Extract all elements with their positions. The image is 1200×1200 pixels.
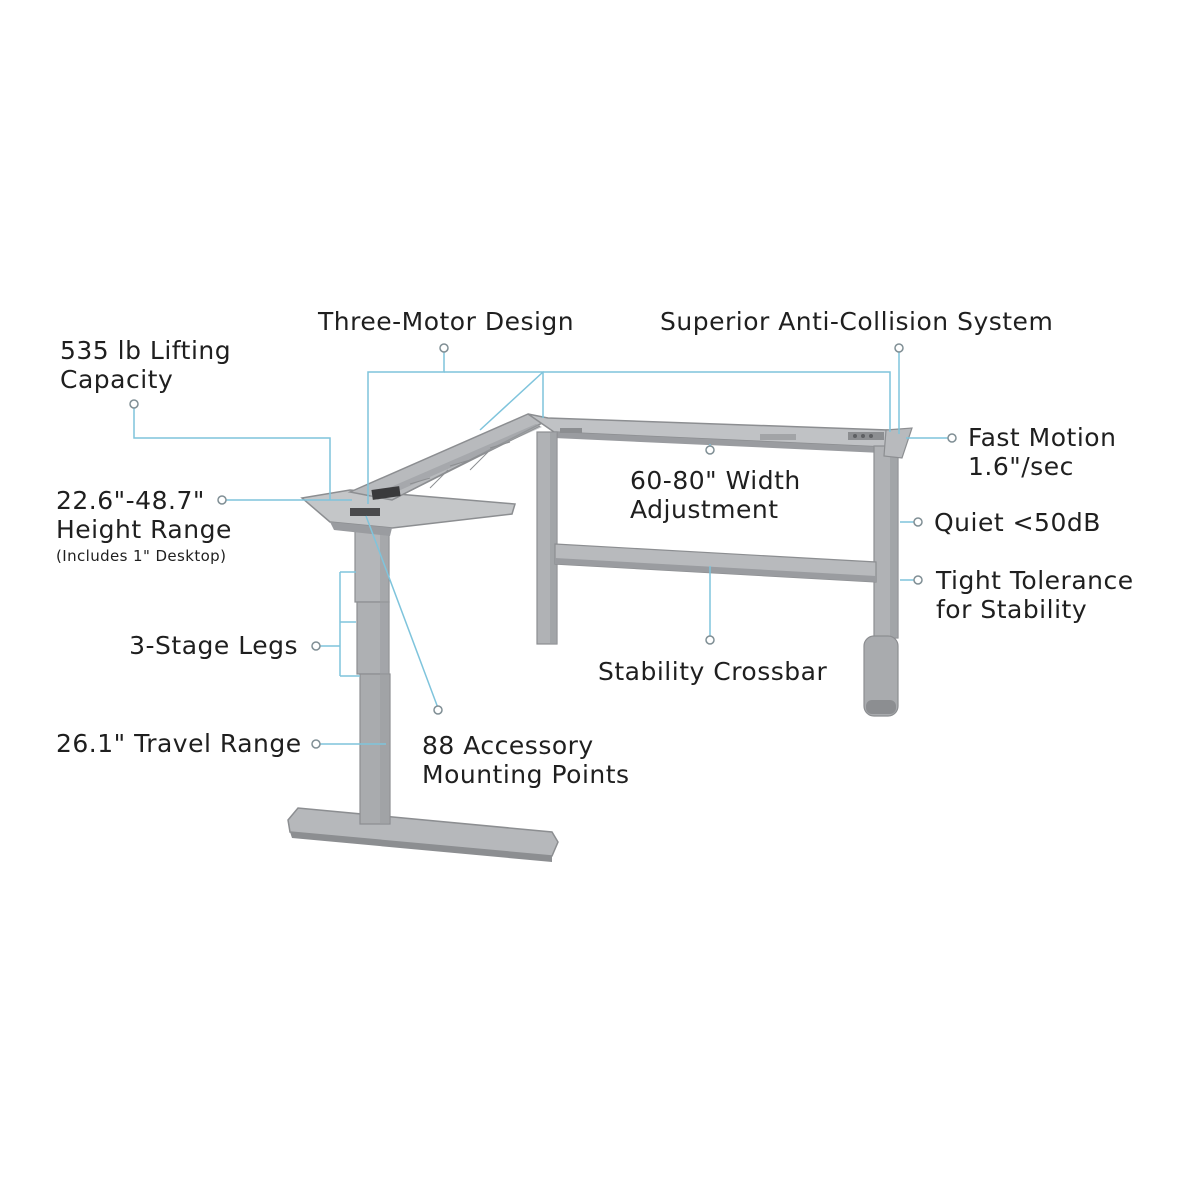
dot-legs [311, 641, 321, 651]
dot-fast-motion [947, 433, 957, 443]
dot-height [217, 495, 227, 505]
dot-travel [311, 739, 321, 749]
callout-lifting-line2: Capacity [60, 365, 174, 394]
callout-quiet: Quiet <50dB [934, 508, 1101, 537]
dot-width [705, 445, 715, 455]
callout-width-line1: 60-80" Width [630, 466, 801, 495]
dot-crossbar [705, 635, 715, 645]
control-box [371, 486, 401, 500]
callout-tolerance-line2: for Stability [936, 595, 1088, 624]
callout-lifting-line1: 535 lb Lifting [60, 336, 232, 365]
callout-leader-lines [133, 348, 952, 745]
callout-crossbar-text: Stability Crossbar [598, 657, 828, 686]
callout-travel-text: 26.1" Travel Range [56, 729, 302, 758]
callout-travel-range: 26.1" Travel Range [56, 729, 302, 758]
callout-tolerance-line1: Tight Tolerance [936, 566, 1134, 595]
callout-fast-motion: Fast Motion 1.6"/sec [968, 423, 1116, 481]
callout-accessory-mounting: 88 Accessory Mounting Points [422, 731, 630, 789]
desk-frame [287, 413, 913, 862]
callout-legs-text: 3-Stage Legs [129, 631, 298, 660]
callout-height-range: 22.6"-48.7" Height Range (Includes 1" De… [56, 486, 232, 566]
callout-width-line2: Adjustment [630, 495, 779, 524]
diagonal-frame-rail [347, 413, 551, 501]
left-top-arm [300, 489, 516, 529]
callout-height-line1: 22.6"-48.7" [56, 486, 205, 515]
callout-three-motor-text: Three-Motor Design [318, 307, 575, 336]
callout-anti-collision: Superior Anti-Collision System [660, 307, 1053, 336]
dot-tolerance [913, 575, 923, 585]
dot-lifting [129, 399, 139, 409]
callout-fast-motion-line2: 1.6"/sec [968, 452, 1074, 481]
callout-dots [129, 343, 957, 749]
dot-anti-collision [894, 343, 904, 353]
callout-width-adjustment: 60-80" Width Adjustment [630, 466, 801, 524]
dot-three-motor [439, 343, 449, 353]
callout-accessory-line2: Mounting Points [422, 760, 630, 789]
callout-height-note: (Includes 1" Desktop) [56, 547, 227, 565]
right-end-foot [863, 635, 899, 717]
dot-quiet [913, 517, 923, 527]
callout-height-line2: Height Range [56, 515, 232, 544]
callout-tight-tolerance: Tight Tolerance for Stability [936, 566, 1134, 624]
callout-3-stage-legs: 3-Stage Legs [100, 631, 298, 660]
dot-accessory [433, 705, 443, 715]
callout-quiet-text: Quiet <50dB [934, 508, 1101, 537]
callout-anti-collision-text: Superior Anti-Collision System [660, 307, 1054, 336]
callout-three-motor: Three-Motor Design [318, 307, 574, 336]
callout-stability-crossbar: Stability Crossbar [598, 657, 827, 686]
callout-accessory-line1: 88 Accessory [422, 731, 594, 760]
callout-fast-motion-line1: Fast Motion [968, 423, 1117, 452]
callout-lifting-capacity: 535 lb Lifting Capacity [60, 336, 231, 394]
